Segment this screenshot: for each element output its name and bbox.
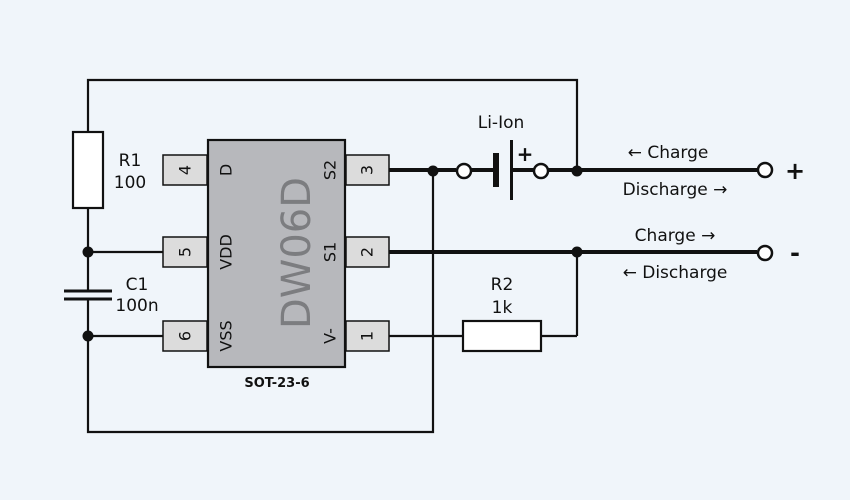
- pin6-number: 6: [176, 331, 195, 341]
- bottom-discharge-label: ← Discharge: [623, 263, 728, 283]
- pin1-name: V-: [321, 328, 340, 344]
- pin5-name: VDD: [217, 234, 236, 270]
- terminal-minus-symbol: -: [790, 239, 800, 267]
- top-charge-label: ← Charge: [628, 143, 709, 163]
- battery-positive-plate: [510, 140, 513, 200]
- pin3-box: [345, 154, 390, 186]
- ic-part-number: DW06D: [274, 177, 320, 329]
- wire-top-loop: [86, 78, 579, 170]
- pin1-number: 1: [358, 331, 377, 341]
- battery-terminal-left: [455, 162, 473, 180]
- pin3-number: 3: [358, 165, 377, 175]
- junction-node6: [82, 330, 94, 342]
- r1-name: R1: [119, 151, 142, 171]
- terminal-minus-circle: [756, 244, 774, 262]
- ic-body: [206, 138, 347, 369]
- junction-pin3: [427, 165, 439, 177]
- r1-value: 100: [114, 173, 146, 193]
- pin4-number: 4: [176, 165, 195, 175]
- r2-name: R2: [491, 275, 514, 295]
- battery-plus-sign: +: [517, 142, 534, 166]
- battery-negative-plate: [493, 153, 499, 187]
- battery-label: Li-Ion: [478, 113, 525, 133]
- r2-value: 1k: [492, 298, 513, 318]
- pin4-name: D: [217, 164, 236, 176]
- pin3-name: S2: [321, 160, 340, 180]
- ic-package-label: SOT-23-6: [244, 376, 309, 391]
- r1-resistor: [71, 130, 105, 210]
- pin4-box: [162, 154, 208, 186]
- pin1-box: [345, 320, 390, 352]
- r2-resistor: [461, 319, 543, 353]
- pin6-name: VSS: [217, 320, 236, 351]
- battery-terminal-right: [532, 162, 550, 180]
- junction-node5: [82, 246, 94, 258]
- junction-plus: [571, 165, 583, 177]
- junction-pin2: [571, 246, 583, 258]
- pin2-number: 2: [358, 247, 377, 257]
- wire-bottom-loop: [86, 170, 435, 434]
- pin5-number: 5: [176, 247, 195, 257]
- terminal-plus-symbol: +: [785, 157, 805, 185]
- pin6-box: [162, 320, 208, 352]
- pin2-name: S1: [321, 242, 340, 262]
- c1-value: 100n: [115, 296, 158, 316]
- bottom-charge-label: Charge →: [635, 226, 716, 246]
- c1-name: C1: [126, 275, 149, 295]
- terminal-plus-circle: [756, 161, 774, 179]
- pin2-box: [345, 236, 390, 268]
- top-discharge-label: Discharge →: [623, 180, 728, 200]
- pin5-box: [162, 236, 208, 268]
